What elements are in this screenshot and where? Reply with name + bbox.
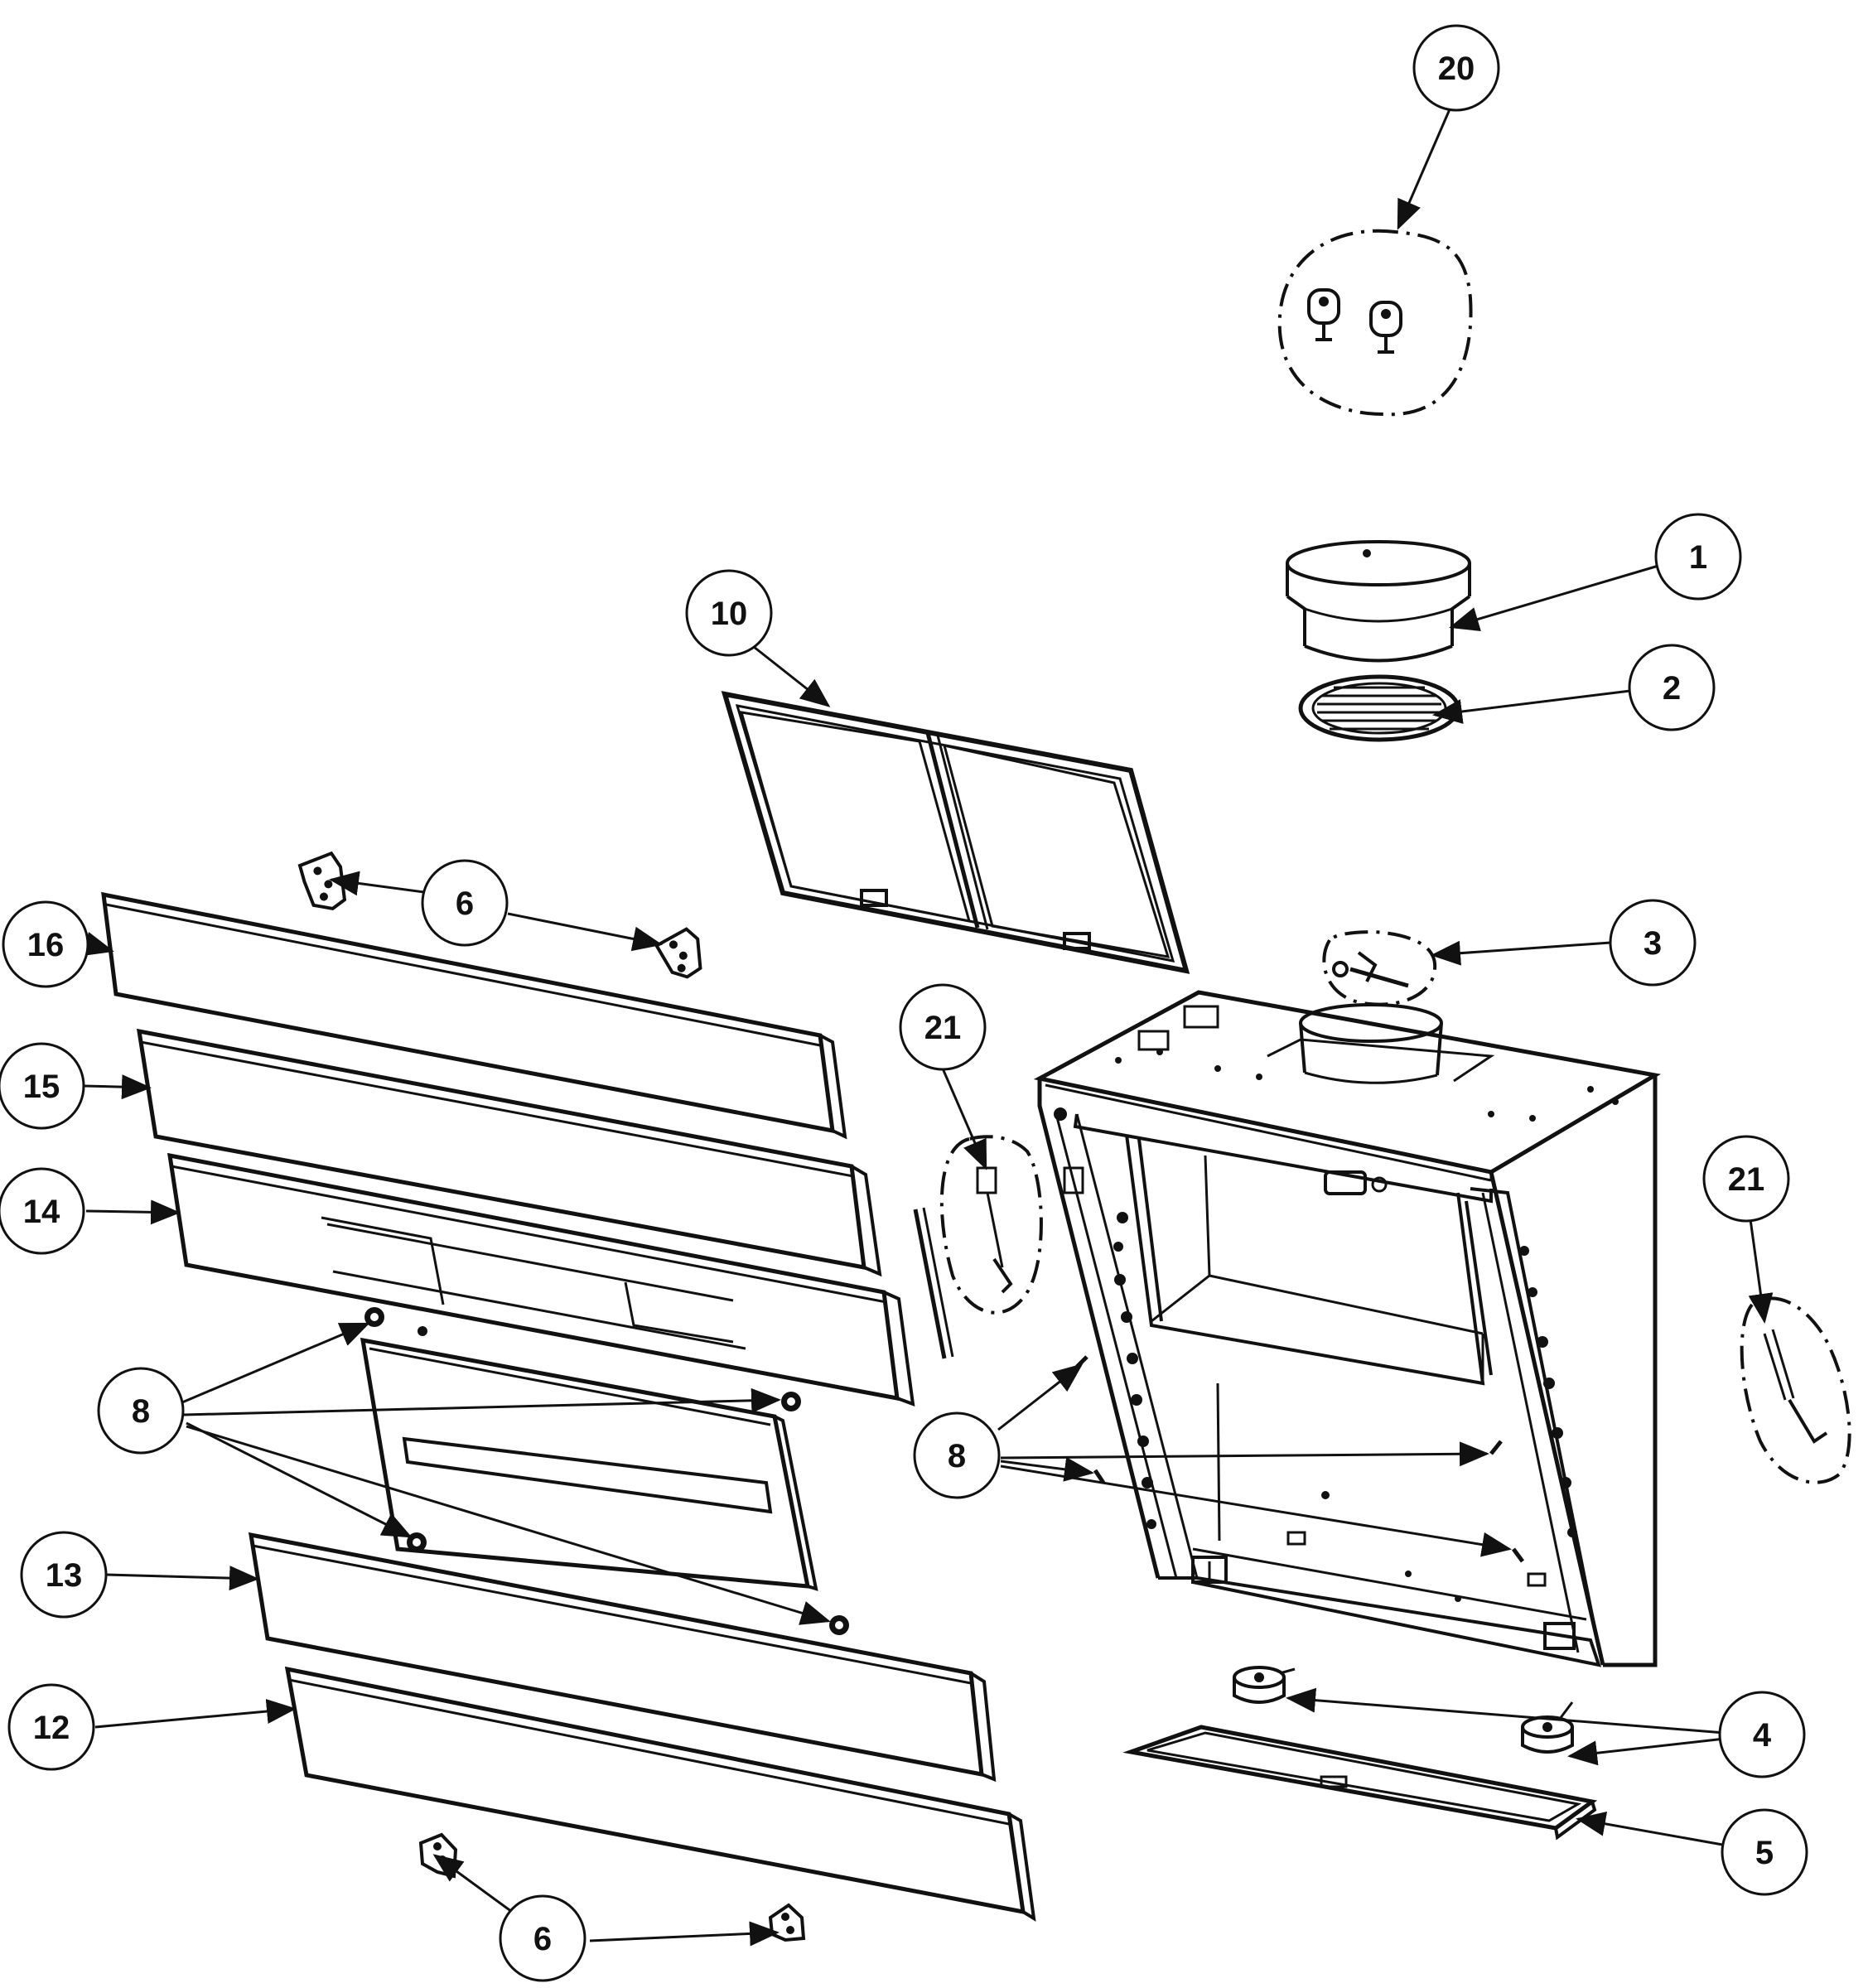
callout-circle (97, 1367, 185, 1455)
callout-label: 4 (1753, 1717, 1772, 1754)
callout-13: 13 (20, 1531, 108, 1619)
callout-21: 21 (899, 983, 987, 1071)
callout-circle (421, 859, 509, 947)
callout-15: 15 (0, 1042, 85, 1130)
panel-12 (284, 1666, 1036, 1922)
callout-circle (0, 1042, 85, 1130)
callout-14: 14 (0, 1167, 85, 1255)
callout-label: 6 (533, 1921, 552, 1957)
callout-circle (1718, 1691, 1806, 1778)
callout-label: 8 (132, 1393, 150, 1430)
part-gas-strut-left (913, 1207, 954, 1359)
callout-label: 5 (1755, 1835, 1774, 1871)
inner-front-panel (360, 1326, 818, 1591)
callout-label: 10 (711, 596, 748, 632)
callout-label: 13 (46, 1557, 83, 1594)
callout-circle (1702, 1135, 1790, 1223)
callout-10: 10 (685, 569, 773, 657)
callout-circle (7, 1683, 95, 1771)
callout-label: 6 (456, 885, 474, 922)
callout-circle (685, 569, 773, 657)
callout-3: 3 (1609, 899, 1697, 987)
callout-label: 8 (948, 1438, 966, 1474)
callout-label: 16 (27, 927, 65, 963)
part-2-grille (1298, 674, 1460, 742)
part-4-lights (1233, 1666, 1574, 1754)
part-1-duct-collar (1286, 540, 1471, 663)
panel-14 (167, 1152, 915, 1407)
callout-circle (1654, 513, 1742, 601)
callout-label: 20 (1438, 51, 1475, 87)
part-21-strut-left (939, 1135, 1043, 1315)
leader-lines (82, 109, 1774, 1947)
callout-8: 8 (913, 1411, 1001, 1499)
panel-16 (101, 891, 847, 1140)
callout-circle (1628, 644, 1716, 731)
callout-5: 5 (1721, 1808, 1808, 1896)
callout-circle (1609, 899, 1697, 987)
part-3-latch-kit (1322, 929, 1437, 1006)
part-5-filter-tray (1122, 1725, 1598, 1841)
part-20-bracket-kit (1277, 229, 1473, 417)
callout-label: 3 (1644, 925, 1662, 962)
callout-21: 21 (1702, 1135, 1790, 1223)
main-hood-housing (1033, 990, 1662, 1667)
part-8-screws (1075, 1355, 1525, 1563)
callout-16: 16 (2, 900, 89, 988)
callout-circle (913, 1411, 1001, 1499)
callout-circle (1412, 24, 1500, 112)
panel-13 (248, 1532, 997, 1783)
callout-circle (2, 900, 89, 988)
callout-label: 12 (33, 1710, 70, 1746)
callout-6: 6 (499, 1894, 586, 1982)
callout-6: 6 (421, 859, 509, 947)
part-10-grease-filter (721, 691, 1190, 974)
callout-label: 1 (1689, 539, 1707, 576)
callout-circle (0, 1167, 85, 1255)
part-6-top-hinges (297, 851, 702, 979)
callout-8: 8 (97, 1367, 185, 1455)
callout-1: 1 (1654, 513, 1742, 601)
callout-label: 14 (23, 1194, 60, 1230)
callout-label: 21 (1728, 1161, 1765, 1198)
panel-15 (136, 1028, 882, 1277)
part-8-knobs (364, 1307, 849, 1635)
callout-12: 12 (7, 1683, 95, 1771)
callout-4: 4 (1718, 1691, 1806, 1778)
callout-label: 15 (23, 1069, 60, 1105)
callout-label: 2 (1663, 670, 1681, 707)
callout-circle (899, 983, 987, 1071)
callout-label: 21 (924, 1010, 962, 1046)
callout-circle (499, 1894, 586, 1982)
part-21-strut-right (1740, 1296, 1851, 1484)
callout-20: 20 (1412, 24, 1500, 112)
callout-2: 2 (1628, 644, 1716, 731)
callout-circle (20, 1531, 108, 1619)
callout-circle (1721, 1808, 1808, 1896)
